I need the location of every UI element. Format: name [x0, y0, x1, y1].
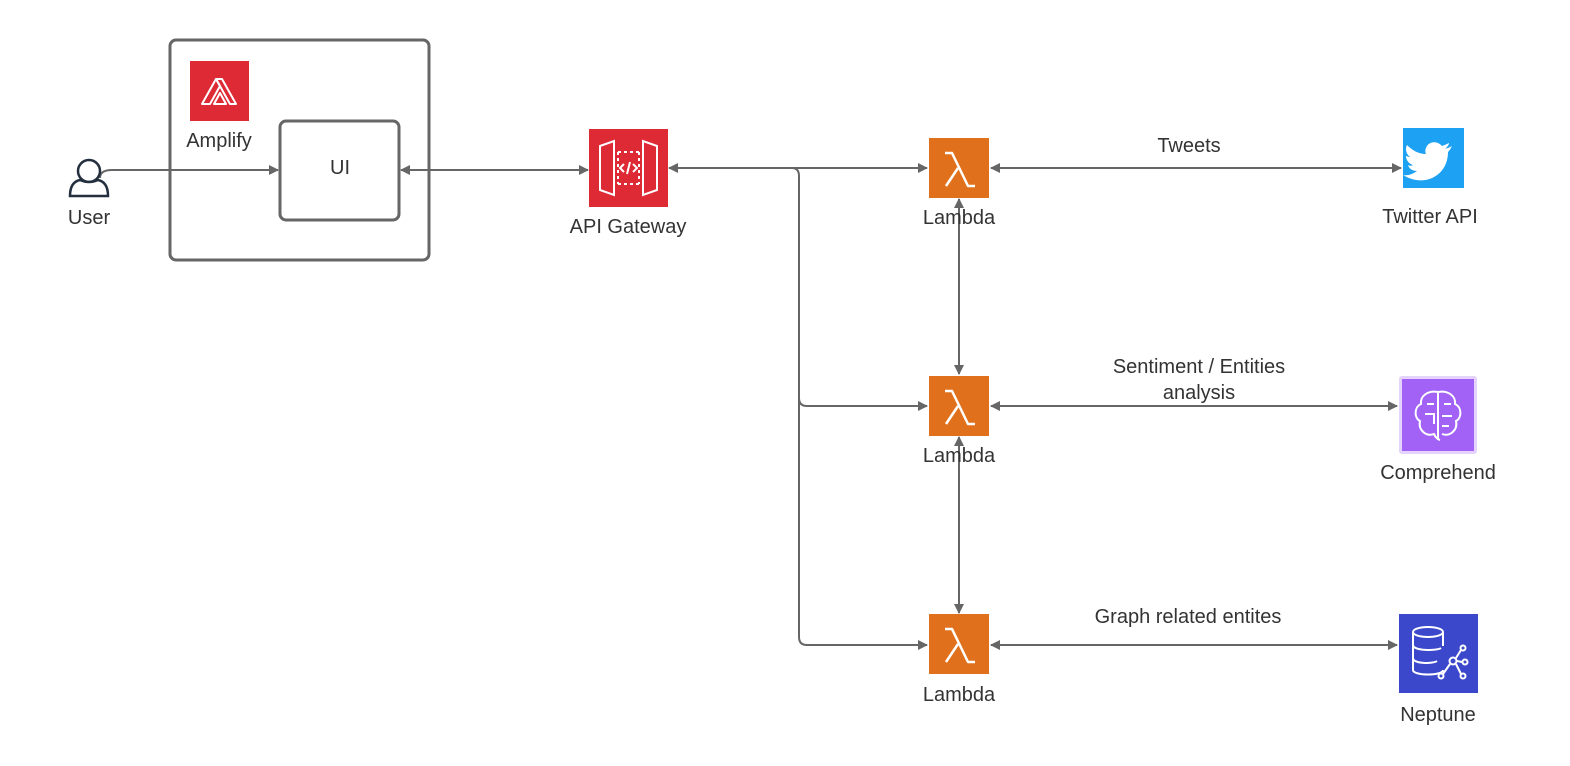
amplify-label: Amplify [186, 130, 252, 152]
edge-label-sentiment-line1: Sentiment / Entities [1112, 356, 1286, 378]
twitter-icon [1403, 128, 1464, 188]
ui-label: UI [330, 157, 350, 179]
api-gateway-icon [589, 129, 668, 207]
edge-user-ui [99, 165, 279, 179]
lambda-2-label: Lambda [922, 445, 996, 467]
neptune-label: Neptune [1400, 704, 1476, 726]
lambda-icon [929, 376, 989, 436]
lambda-icon [929, 138, 989, 198]
api-gateway-label: API Gateway [569, 216, 687, 238]
amplify-container [168, 38, 431, 262]
amplify-icon [190, 61, 249, 121]
edge-label-sentiment-line2: analysis [1162, 382, 1236, 404]
user-label: User [67, 207, 111, 229]
edge-trunk [791, 167, 928, 650]
neptune-icon [1399, 614, 1478, 693]
edge-label-tweets: Tweets [1157, 135, 1221, 157]
twitter-label: Twitter API [1382, 206, 1478, 228]
comprehend-icon [1399, 376, 1477, 454]
edge-label-graph: Graph related entites [1094, 606, 1282, 628]
lambda-icon [929, 614, 989, 674]
comprehend-label: Comprehend [1380, 462, 1496, 484]
user-icon [68, 158, 110, 198]
lambda-1-label: Lambda [922, 207, 996, 229]
lambda-3-label: Lambda [922, 684, 996, 706]
connectors [99, 163, 1402, 650]
ui-box [278, 119, 401, 222]
edge-apigw-lambda2 [798, 397, 928, 411]
